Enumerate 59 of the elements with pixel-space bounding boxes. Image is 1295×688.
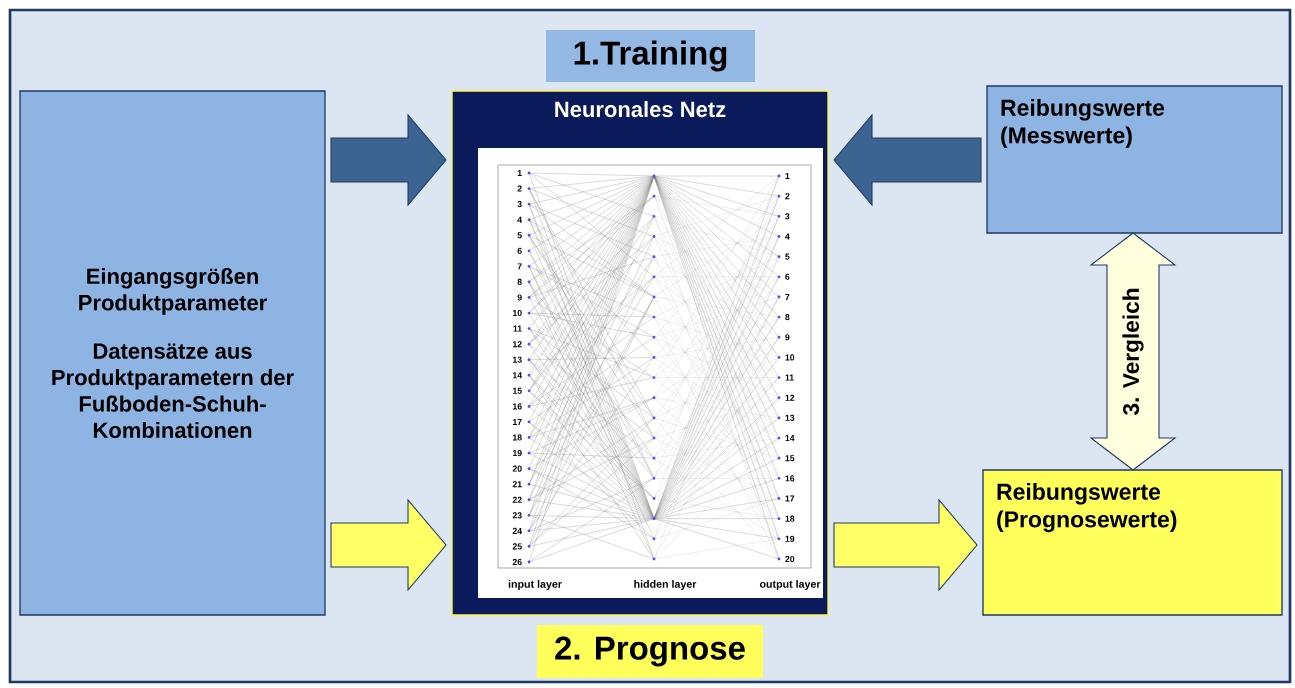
block-arrow — [330, 113, 447, 207]
neuron-number: 1 — [785, 173, 790, 179]
neuron-number: 17 — [513, 419, 522, 425]
output-box: Reibungswerte (Prognosewerte) — [982, 469, 1283, 616]
block-arrow — [833, 113, 982, 207]
neuron-number: 25 — [512, 543, 522, 550]
neuron-number: 5 — [517, 232, 522, 239]
neuron-number: 13 — [513, 356, 522, 363]
neuron-number: 3 — [785, 213, 790, 220]
edge-label: 3. Vergleich — [1121, 286, 1145, 417]
neuron-number: 13 — [785, 414, 795, 421]
neuron-number: 18 — [785, 515, 795, 522]
neuron-number: 15 — [785, 455, 795, 462]
neuron-number: 12 — [513, 341, 522, 348]
neuron-number: 9 — [785, 334, 790, 341]
neuron-number: 20 — [785, 555, 795, 563]
neuron-number: 3 — [517, 201, 522, 208]
neuron-number: 16 — [513, 403, 522, 410]
neuron-number: 11 — [513, 325, 522, 332]
input-box: Eingangsgrößen Produktparameter Datensätze aus Produktparametern der Fußboden-Schuh-Kombinationen — [19, 90, 326, 616]
neuron-number: 21 — [512, 481, 522, 488]
neuron-number: 5 — [785, 253, 790, 260]
neuron-number: 12 — [785, 394, 795, 401]
neuron-number: 9 — [517, 294, 522, 301]
layer-label: output layer — [759, 580, 821, 590]
neuron-number: 20 — [512, 465, 522, 472]
neuron-number: 8 — [517, 278, 522, 285]
neuron-number: 22 — [512, 496, 522, 503]
neuron-number: 10 — [785, 354, 795, 361]
block-arrow — [833, 498, 978, 592]
neuron-number: 18 — [513, 434, 522, 441]
block-arrow — [330, 498, 447, 592]
neuron-number: 6 — [517, 247, 522, 254]
neuron-number: 4 — [785, 233, 790, 240]
neuron-number: 7 — [517, 263, 522, 270]
neuron-number: 6 — [785, 273, 790, 280]
title-band: 1.Training — [546, 30, 755, 82]
neuron-number: 19 — [785, 535, 795, 542]
neuron-number: 14 — [785, 435, 795, 442]
neuron-number: 16 — [785, 475, 795, 482]
neuron-number: 26 — [512, 558, 522, 566]
neuron-number: 2 — [517, 185, 522, 192]
neuron-number: 17 — [785, 495, 795, 502]
layer-label: hidden layer — [634, 580, 697, 590]
neuron-number: 23 — [512, 512, 522, 519]
neuron-number: 2 — [785, 193, 790, 200]
neuron-number: 10 — [513, 310, 522, 317]
neuron-number: 19 — [513, 450, 522, 457]
title-band: 2. Prognose — [537, 625, 763, 678]
neuron-number: 7 — [785, 293, 790, 300]
neuron-number: 1 — [517, 170, 522, 176]
neuron-number: 11 — [785, 374, 794, 381]
neuron-number: 14 — [513, 372, 522, 379]
layer-label: input layer — [508, 580, 562, 590]
neuron-number: 8 — [785, 314, 790, 321]
output-box: Reibungswerte (Messwerte) — [986, 85, 1283, 234]
neuron-number: 4 — [517, 216, 522, 223]
neuron-number: 15 — [513, 387, 522, 394]
neuron-number: 24 — [512, 527, 522, 534]
